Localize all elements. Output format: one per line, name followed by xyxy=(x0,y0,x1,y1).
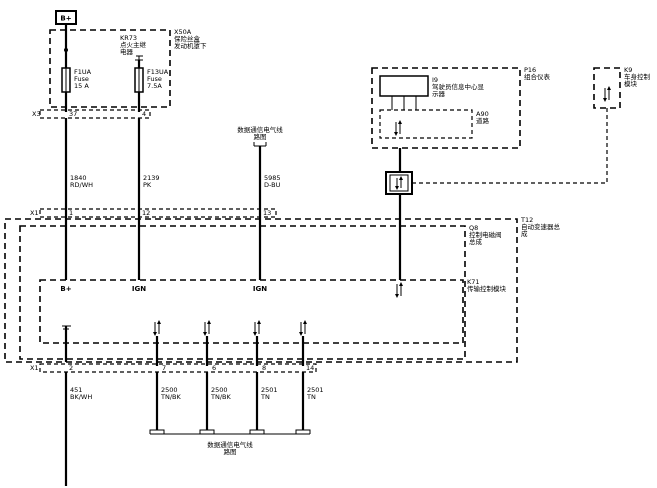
instrument-cluster: P16 组合仪表 I9 驾驶员信息中心显 示器 A90 道路 xyxy=(371,66,551,149)
valve-name-2: 总成 xyxy=(469,237,483,246)
relay-name-2: 电器 xyxy=(120,47,134,56)
bidirectional-arrow-icon xyxy=(153,320,161,336)
bidirectional-arrow-icon xyxy=(394,120,402,136)
data-link-bottom-line1: 数据通信电气线 xyxy=(207,440,253,449)
ground-icon xyxy=(62,325,71,362)
data-wire-2-color: TN/BK xyxy=(210,393,231,401)
ground-wire-circuit: 451 xyxy=(70,386,82,394)
data-wire-1-color: TN/BK xyxy=(160,393,181,401)
bidirectional-arrow-icon xyxy=(395,282,403,298)
connector-x1-pin-8: 8 xyxy=(262,364,266,372)
connector-x1-pin-13: 13 xyxy=(263,209,271,217)
body-module-id: K9 xyxy=(624,66,632,74)
body-module-name-1: 车身控制 xyxy=(624,72,651,81)
switch-name: 道路 xyxy=(476,116,490,125)
assembly-id: T12 xyxy=(520,216,533,224)
body-control-module: K9 车身控制 模块 xyxy=(593,66,651,109)
bidirectional-arrow-icon xyxy=(603,86,611,102)
bidirectional-arrow-icon xyxy=(253,320,261,336)
display-name-1: 驾驶员信息中心显 xyxy=(432,82,485,91)
data-wire-4-color: TN xyxy=(306,393,316,401)
wire-2139-color: PK xyxy=(143,181,152,189)
cluster-name: 组合仪表 xyxy=(524,72,551,81)
assembly-name-1: 自动变速器总 xyxy=(521,222,561,231)
fuse1-id: F1UA xyxy=(74,68,92,76)
relay-contact-icon xyxy=(135,55,143,61)
valve-id: Q8 xyxy=(469,224,478,232)
connector-x1-top-label: X1 xyxy=(30,209,39,217)
ground-wire-color: BK/WH xyxy=(70,393,92,401)
data-link-reference-top: 数据通信电气线 路图 xyxy=(237,125,283,147)
fuse2-rating: 7.5A xyxy=(147,82,162,90)
data-wire-1-circuit: 2500 xyxy=(161,386,178,394)
fuse2-word: Fuse xyxy=(147,75,162,83)
cluster-id: P16 xyxy=(524,66,536,74)
relay-name: 点火主继 xyxy=(120,40,147,49)
data-link-reference-bottom: 数据通信电气线 路图 xyxy=(149,429,311,456)
data-wire-1: 2500 TN/BK xyxy=(155,372,181,430)
wire-2139-circuit: 2139 xyxy=(143,174,160,182)
fuse-block-id: X50A xyxy=(174,28,192,36)
body-module-name-2: 模块 xyxy=(624,79,638,88)
connector-x1-pin-6: 6 xyxy=(212,364,216,372)
connector-x1-pin-14: 14 xyxy=(306,364,314,372)
wire-5985-circuit: 5985 xyxy=(264,174,281,182)
connector-x1-pin-2: 2 xyxy=(69,364,73,372)
display-name-2: 示器 xyxy=(432,90,446,98)
switch-id: A90 xyxy=(476,110,489,118)
input-b-plus: B+ xyxy=(60,285,71,293)
input-ign-1: IGN xyxy=(132,285,146,293)
input-ign-2: IGN xyxy=(253,285,267,293)
connector-x1-pin-12: 12 xyxy=(142,209,150,217)
data-wire-4-circuit: 2501 xyxy=(307,386,324,394)
power-source: B+ xyxy=(55,10,77,25)
body-module-data-link xyxy=(412,108,608,184)
display-id: I9 xyxy=(432,76,438,84)
data-wire-3-circuit: 2501 xyxy=(261,386,278,394)
data-wire-3: 2501 TN xyxy=(255,372,278,430)
data-wire-2-circuit: 2500 xyxy=(211,386,228,394)
connector-x3-pin-37: 37 xyxy=(69,110,77,118)
data-link-bottom-line2: 路图 xyxy=(224,447,237,456)
module-id: K71 xyxy=(467,278,480,286)
fuse2-id: F13UA xyxy=(147,68,169,76)
fuse-block: X50A 保险丝盒 发动机罩下 F1UA Fuse 15 A KR73 点火主继… xyxy=(49,28,207,112)
connector-x3-pin-4: 4 xyxy=(142,110,146,118)
fuse1-word: Fuse xyxy=(74,75,89,83)
relay-id: KR73 xyxy=(120,34,137,42)
connector-x3-label: X3 xyxy=(32,110,41,118)
data-wire-3-color: TN xyxy=(260,393,270,401)
assembly-name-2: 成 xyxy=(521,229,528,238)
data-wire-2: 2500 TN/BK xyxy=(205,372,231,430)
power-label: B+ xyxy=(60,15,71,23)
data-link-top-line2: 路图 xyxy=(254,132,267,141)
data-wire-4: 2501 TN xyxy=(301,372,324,430)
bidirectional-arrow-icon xyxy=(299,320,307,336)
wire-5985-color: D-BU xyxy=(264,181,281,189)
bidirectional-arrow-icon xyxy=(203,320,211,336)
fuse-block-location: 发动机罩下 xyxy=(174,41,207,50)
connector-x1-pin-7: 7 xyxy=(162,364,166,372)
wire-1840-color: RD/WH xyxy=(70,181,93,189)
data-splice-box xyxy=(385,171,413,195)
driver-info-display xyxy=(379,75,429,97)
valve-name-1: 控制电磁阀 xyxy=(469,230,502,239)
module-name: 传输控制模块 xyxy=(467,284,507,293)
fuse1-rating: 15 A xyxy=(74,82,89,90)
connector-x1-bottom-label: X1 xyxy=(30,364,39,372)
wire-1840-circuit: 1840 xyxy=(70,174,87,182)
data-link-top-line1: 数据通信电气线 xyxy=(237,125,283,134)
fuse-block-name: 保险丝盒 xyxy=(174,34,201,43)
connector-x3: X3 37 4 xyxy=(32,109,151,119)
transmission-assembly: X1 1 12 13 T12 自动变速器总 成 Q8 控制电磁阀 总成 K71 … xyxy=(4,208,561,373)
connector-x1-pin-1: 1 xyxy=(69,209,73,217)
